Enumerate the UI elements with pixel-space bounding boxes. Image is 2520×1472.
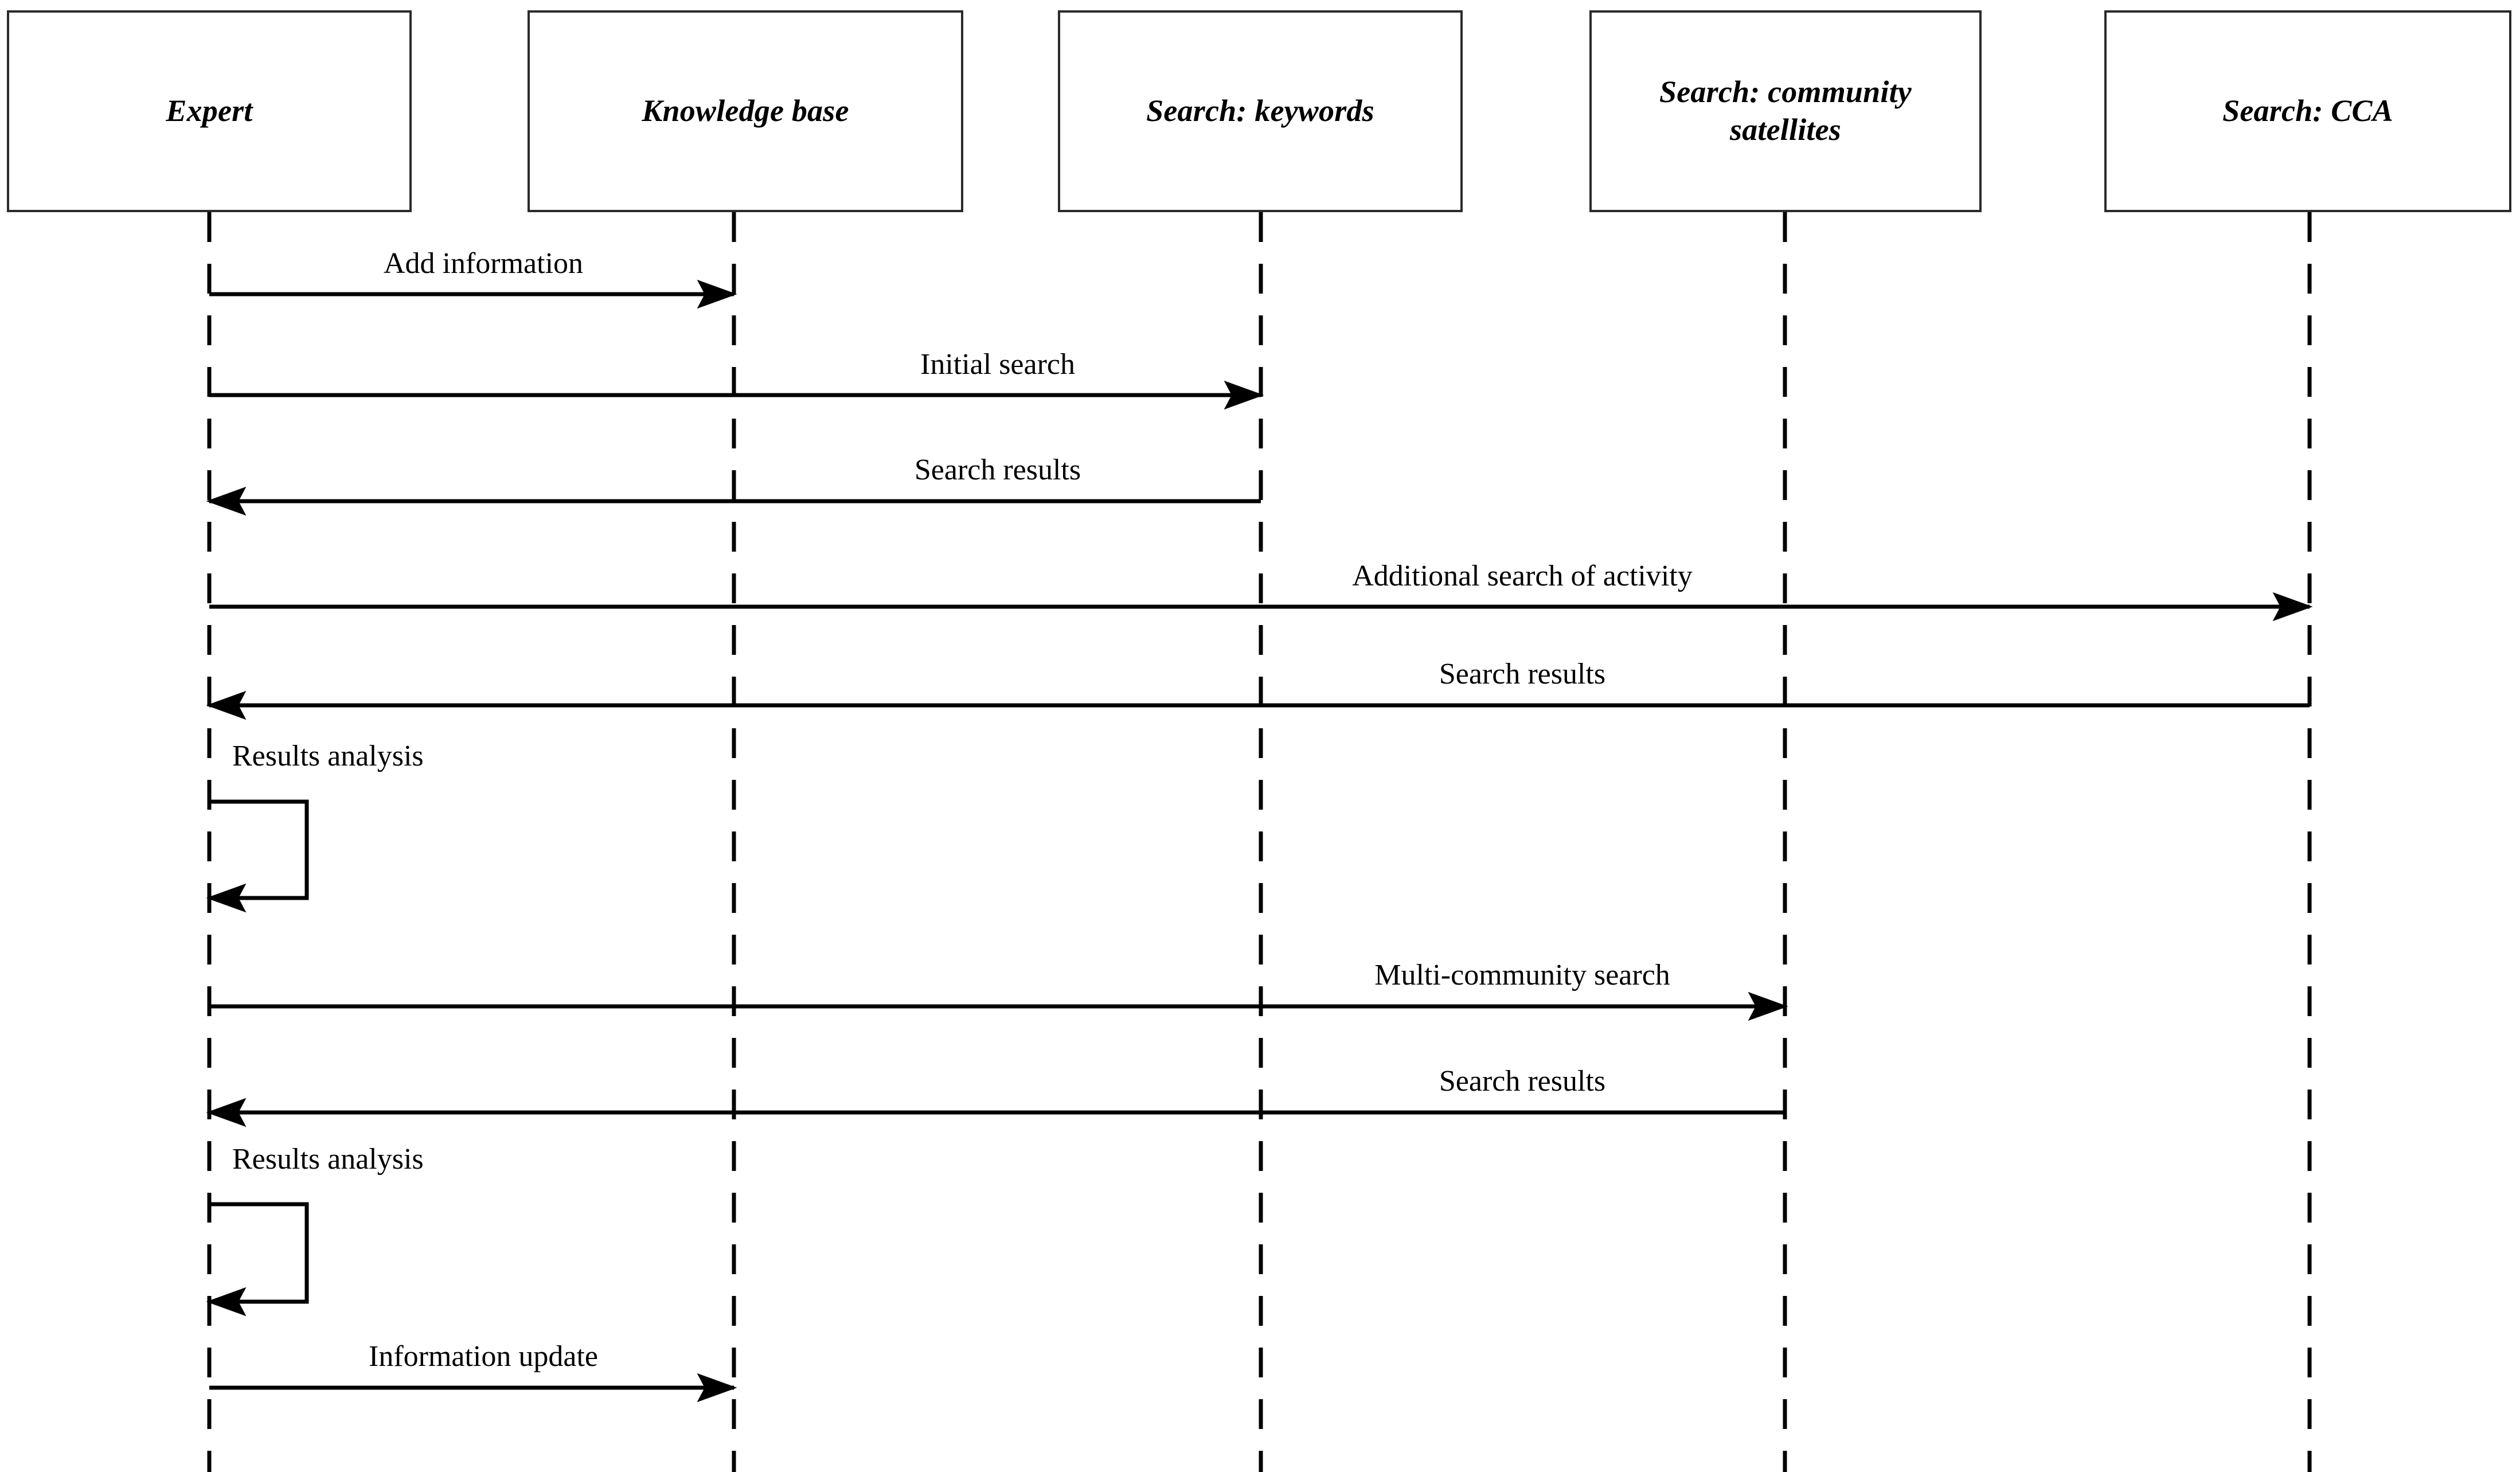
lifeline-header-kb[interactable]: Knowledge base [528,10,963,212]
messages-layer [206,279,2313,1403]
message-label-m8: Information update [369,1340,598,1373]
self-message-arrow-s2[interactable] [206,1202,309,1317]
message-label-m7: Search results [1439,1065,1606,1098]
lifelines-layer [207,212,2312,1472]
lifeline-header-label: Search: community satellites [1659,75,1912,147]
lifeline-header-keywords[interactable]: Search: keywords [1058,10,1463,212]
lifeline-header-community[interactable]: Search: community satellites [1589,10,1982,212]
message-label-m1: Add information [383,247,584,280]
lifeline-header-expert[interactable]: Expert [7,10,412,212]
message-label-m3: Search results [914,454,1081,486]
self-message-label-s1: Results analysis [232,740,424,772]
message-label-m5: Search results [1439,658,1606,690]
self-message-arrow-s1[interactable] [206,799,309,913]
lifeline-header-label: Knowledge base [642,93,849,128]
lifeline-header-label: Search: CCA [2222,93,2393,128]
message-label-m4: Additional search of activity [1352,560,1693,592]
message-label-m6: Multi-community search [1374,959,1670,991]
self-message-label-s2: Results analysis [232,1143,424,1176]
lifeline-header-cca[interactable]: Search: CCA [2104,10,2511,212]
lifeline-header-label: Expert [166,93,253,128]
self-messages-layer [206,799,309,1317]
lifeline-header-label: Search: keywords [1146,93,1374,128]
message-label-m2: Initial search [920,348,1075,381]
